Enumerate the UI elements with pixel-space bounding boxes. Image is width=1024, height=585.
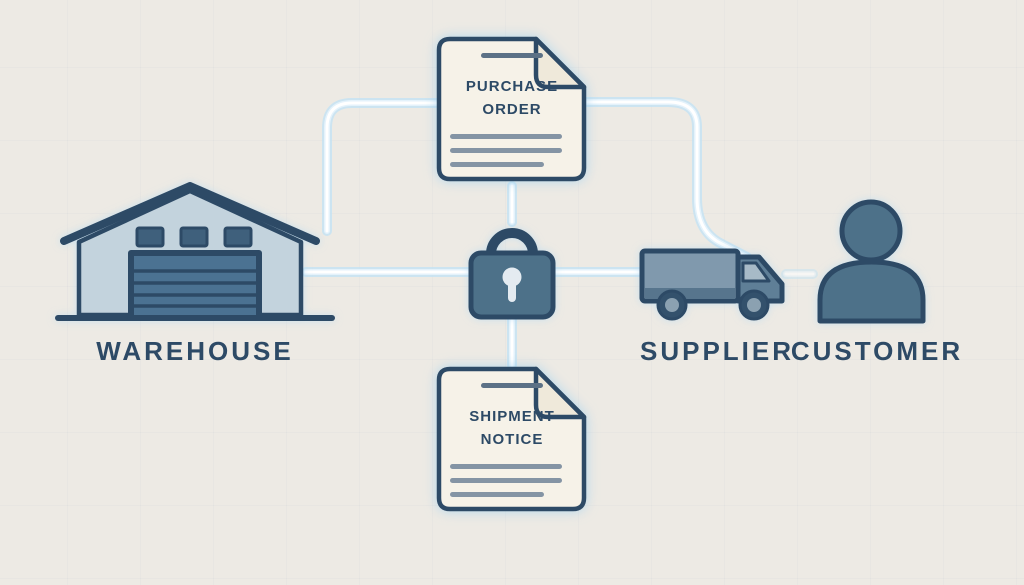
doc-text-lines: [450, 464, 562, 497]
person-icon: [817, 199, 926, 324]
customer-label: CUSTOMER: [790, 336, 964, 366]
doc-text-line: [450, 464, 562, 469]
security-lock-node: [467, 220, 557, 320]
supplier-label: SUPPLIER: [639, 336, 795, 366]
warehouse-label: WAREHOUSE: [96, 336, 294, 366]
warehouse-icon: [55, 182, 335, 321]
lock-icon: [468, 228, 556, 320]
connector-purchase-order-warehouse: [322, 98, 455, 236]
document-icon: [436, 36, 587, 182]
supplier-node: [636, 244, 788, 324]
doc-heading-rule: [481, 53, 543, 58]
purchase-order-node: PURCHASE ORDER: [433, 34, 591, 184]
warehouse-node: [55, 178, 335, 326]
connector-purchase-order-supplier: [570, 97, 752, 262]
doc-text-line: [450, 134, 562, 139]
truck-icon: [639, 248, 785, 321]
doc-heading-rule: [481, 383, 543, 388]
doc-text-line: [450, 162, 544, 167]
document-icon: [436, 366, 587, 512]
shipment-notice-node: SHIPMENT NOTICE: [433, 364, 591, 514]
doc-text-line: [450, 148, 562, 153]
doc-text-lines: [450, 134, 562, 167]
purchase-order-title: PURCHASE ORDER: [465, 78, 559, 118]
shipment-notice-title: SHIPMENT NOTICE: [469, 408, 555, 448]
customer-node: [812, 196, 932, 324]
doc-text-line: [450, 478, 562, 483]
doc-text-line: [450, 492, 544, 497]
